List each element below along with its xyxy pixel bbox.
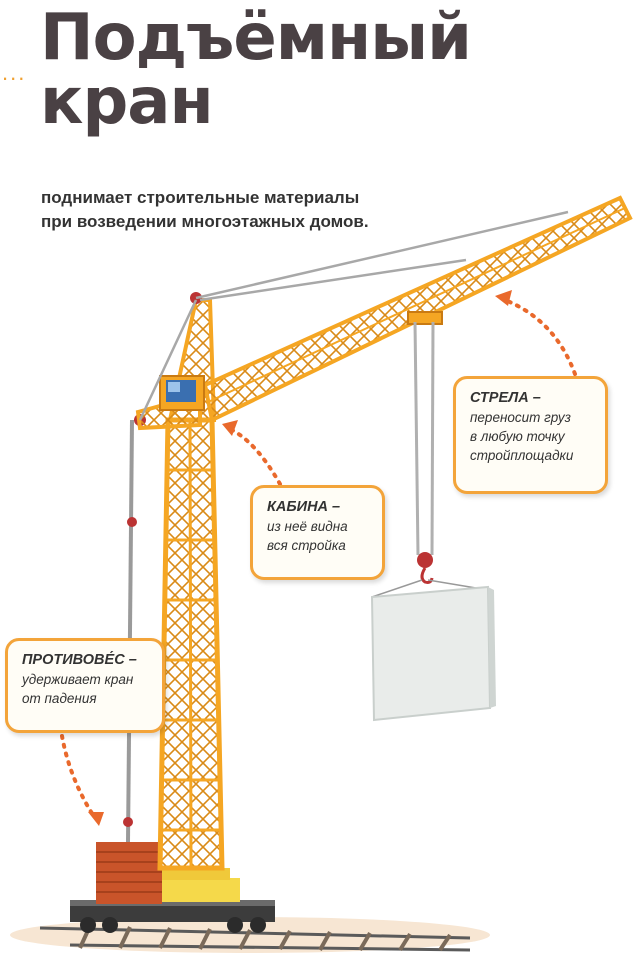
title-line-1: Подъёмный bbox=[40, 1, 472, 75]
counterweight-cable bbox=[126, 419, 134, 843]
page-title: Подъёмный кран bbox=[40, 6, 472, 139]
callout-cabin: КАБИНА – из неё видна вся стройка bbox=[250, 485, 385, 580]
callout-counterweight-head: ПРОТИВОВЕ́С – bbox=[22, 652, 137, 668]
callout-counterweight-line-1: удерживает кран bbox=[22, 672, 134, 687]
page-subtitle: поднимает строительные материалы при воз… bbox=[41, 186, 369, 234]
cabin bbox=[159, 375, 205, 411]
arrow-heads bbox=[88, 290, 512, 826]
subtitle-line-1: поднимает строительные материалы bbox=[41, 188, 360, 207]
title-dots: ... bbox=[2, 60, 27, 85]
subtitle-line-2: при возведении многоэтажных домов. bbox=[41, 212, 369, 231]
pulley bbox=[127, 517, 137, 527]
tower-mast bbox=[157, 417, 225, 871]
callout-boom-line-1: переносит груз bbox=[470, 410, 571, 425]
hoist bbox=[371, 311, 489, 598]
callout-boom: СТРЕЛА – переносит груз в любую точку ст… bbox=[453, 376, 608, 494]
concrete-slab bbox=[370, 585, 496, 722]
callout-counterweight: ПРОТИВОВЕ́С – удерживает кран от падения bbox=[5, 638, 165, 733]
pulley bbox=[123, 817, 133, 827]
title-line-2: кран bbox=[40, 65, 214, 139]
callout-boom-line-2: в любую точку bbox=[470, 429, 565, 444]
callout-boom-head: СТРЕЛА – bbox=[470, 390, 541, 406]
callout-cabin-line-1: из неё видна bbox=[267, 519, 348, 534]
boom bbox=[202, 195, 633, 423]
callout-boom-line-3: стройплощадки bbox=[470, 448, 574, 463]
counterweight bbox=[96, 842, 162, 904]
callout-counterweight-line-2: от падения bbox=[22, 691, 97, 706]
callout-cabin-line-2: вся стройка bbox=[267, 538, 346, 553]
stay-cables bbox=[138, 210, 569, 421]
callout-cabin-head: КАБИНА – bbox=[267, 499, 341, 515]
